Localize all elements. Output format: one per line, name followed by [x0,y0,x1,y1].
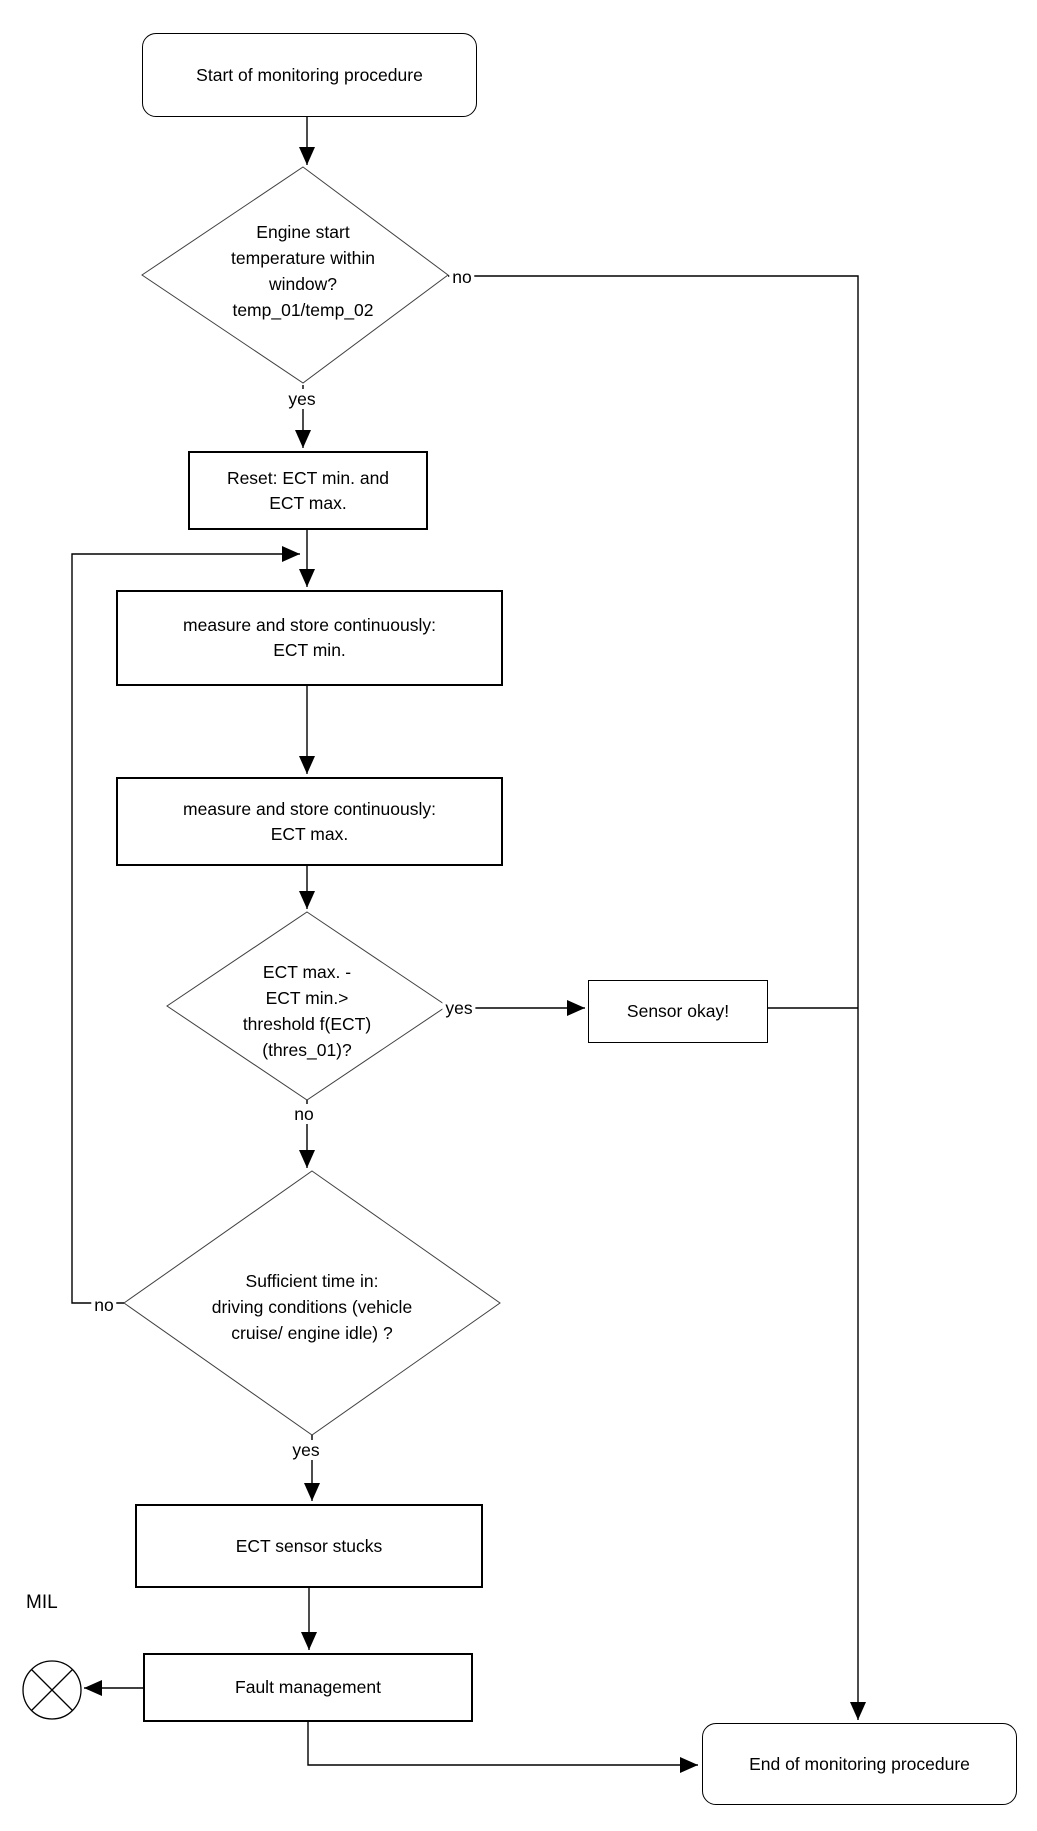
connector-fault-to-end [307,1722,698,1773]
node-ect-sensor-stucks-process: ECT sensor stucks [135,1504,483,1588]
node-end-terminator: End of monitoring procedure [702,1723,1017,1805]
fault-management-label: Fault management [235,1677,381,1697]
node-sensor-okay-process: Sensor okay! [588,980,768,1043]
node-measure-min-process: measure and store continuously: ECT min. [116,590,503,686]
sensor-okay-label: Sensor okay! [626,1001,730,1021]
decision-engine-start-temp-shape [141,166,449,384]
branch-label-d1-yes: yes [285,389,319,409]
mil-lamp-icon [22,1660,82,1720]
branch-label-d2-yes: yes [442,998,476,1018]
branch-label-d3-yes: yes [289,1440,323,1460]
mil-lamp-label: MIL [26,1592,58,1614]
connector-d1-no-to-end [448,275,866,1720]
end-label: End of monitoring procedure [749,1753,970,1774]
ect-sensor-stucks-label: ECT sensor stucks [235,1535,383,1556]
node-measure-max-process: measure and store continuously: ECT max. [116,777,503,866]
measure-max-label: measure and store continuously: ECT max. [183,798,436,844]
node-reset-process: Reset: ECT min. and ECT max. [188,451,428,530]
branch-label-d2-no: no [291,1104,317,1124]
reset-label: Reset: ECT min. and ECT max. [226,467,390,513]
branch-label-d3-no: no [91,1295,117,1315]
branch-label-d1-no: no [449,267,475,287]
measure-min-label: measure and store continuously: ECT min. [183,615,436,660]
decision-ect-delta-threshold-label: ECT max. - ECT min.> threshold f(ECT) (t… [242,962,372,1060]
decision-sufficient-time-label: Sufficient time in: driving conditions (… [211,1271,413,1343]
node-start-terminator: Start of monitoring procedure [142,33,477,117]
start-label: Start of monitoring procedure [196,64,423,85]
node-fault-management-process: Fault management [143,1653,473,1722]
decision-engine-start-temp-label: Engine start temperature within window? … [231,222,375,320]
